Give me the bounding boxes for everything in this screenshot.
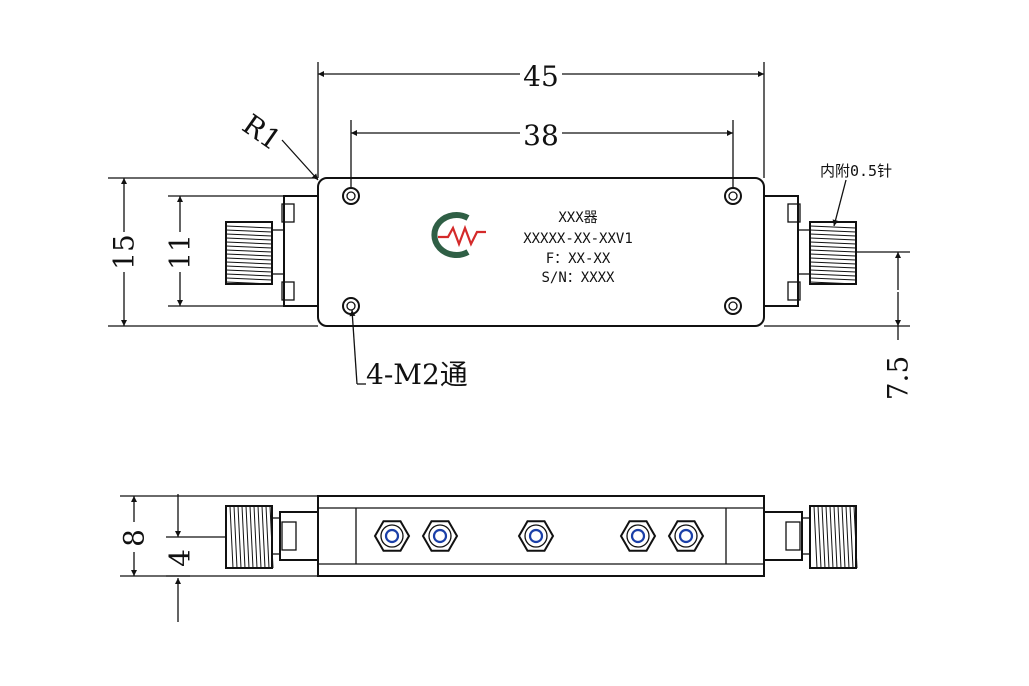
dim-45-text: 45 [523, 60, 559, 93]
label-line-3: F：XX-XX [546, 251, 611, 267]
hex-screw-icon [667, 520, 705, 552]
note-mounting-holes: 4-M2通 [349, 309, 468, 391]
dimension-overall-length: 45 [317, 60, 765, 178]
dim-r1-text: R1 [236, 108, 287, 157]
sma-connector-right-side [763, 505, 858, 569]
sma-connector-left-side [225, 505, 319, 569]
dimension-side-height: 8 [118, 495, 318, 577]
mounting-hole [342, 187, 360, 205]
dim-7-5-text: 7.5 [882, 356, 915, 401]
note-pin-text: 内附0.5针 [820, 162, 892, 180]
mounting-hole [342, 297, 360, 315]
dimension-hole-spacing: 38 [350, 119, 734, 188]
label-line-2: XXXXX-XX-XXV1 [523, 231, 633, 247]
hex-screw-icon [517, 520, 555, 552]
dim-4-text: 4 [164, 549, 197, 567]
label-line-1: XXX器 [558, 210, 597, 226]
side-view: 8 4 [118, 494, 858, 622]
company-logo-icon [431, 212, 486, 258]
dimension-body-height: 15 [108, 177, 318, 327]
dimension-connector-offset: 7.5 [764, 251, 915, 401]
sma-connector-left [225, 195, 319, 307]
product-label: XXX器 XXXXX-XX-XXV1 F：XX-XX S/N：XXXX [523, 210, 633, 286]
filter-body-top [317, 177, 765, 327]
dim-8-text: 8 [118, 529, 151, 547]
dim-11-text: 11 [164, 234, 197, 270]
dimension-side-connector-height: 4 [164, 494, 226, 622]
mounting-hole [724, 297, 742, 315]
dim-15-text: 15 [108, 234, 141, 270]
top-view: 45 38 R1 15 11 [108, 60, 915, 400]
label-line-4: S/N：XXXX [541, 270, 615, 286]
note-pin: 内附0.5针 [820, 162, 892, 227]
hex-screw-icon [373, 520, 411, 552]
mounting-hole [724, 187, 742, 205]
sma-connector-right [763, 195, 890, 307]
dimension-corner-radius: R1 [236, 108, 319, 181]
hex-screw-icon [619, 520, 657, 552]
hex-screw-icon [421, 520, 459, 552]
dim-38-text: 38 [523, 119, 559, 152]
note-4-m2-text: 4-M2通 [366, 358, 468, 391]
dimension-hole-vertical-spacing: 11 [164, 195, 318, 307]
